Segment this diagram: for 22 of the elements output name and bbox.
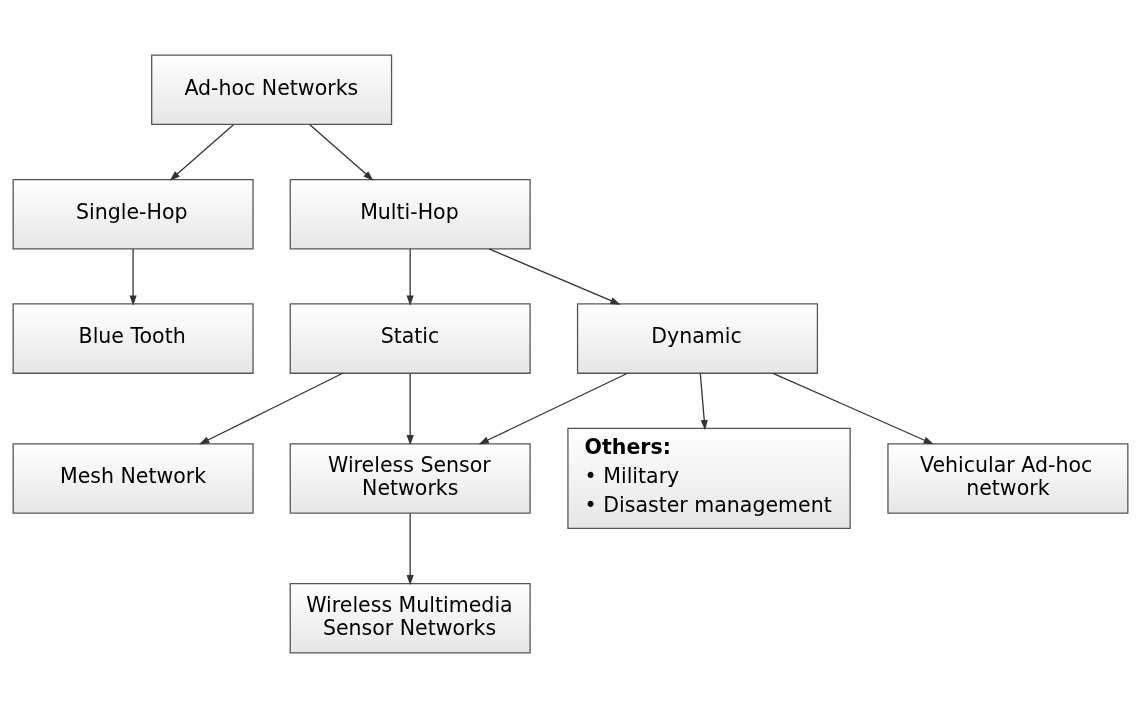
node-box: Mesh Network — [12, 443, 254, 514]
arrow — [772, 372, 934, 445]
arrow — [406, 248, 414, 306]
node-box: Others: • Military • Disaster management — [567, 427, 851, 530]
arrow — [699, 372, 708, 431]
arrow — [478, 372, 629, 445]
arrow — [406, 372, 414, 446]
arrow — [169, 124, 235, 181]
arrow — [309, 124, 374, 181]
arrow — [406, 512, 414, 586]
arrow — [488, 248, 621, 305]
node-box: Multi-Hop — [289, 178, 531, 250]
node-box: Wireless Sensor Networks — [289, 443, 531, 514]
node-box: Ad-hoc Networks — [151, 54, 393, 126]
node-box: Wireless Multimedia Sensor Networks — [289, 582, 531, 654]
arrow — [199, 372, 344, 445]
node-box: Vehicular Ad-hoc network — [887, 443, 1129, 514]
node-box: Blue Tooth — [12, 303, 254, 374]
node-box: Dynamic — [576, 303, 819, 374]
node-box: Static — [289, 303, 531, 374]
node-box: Single-Hop — [12, 178, 254, 250]
arrow — [129, 248, 137, 306]
